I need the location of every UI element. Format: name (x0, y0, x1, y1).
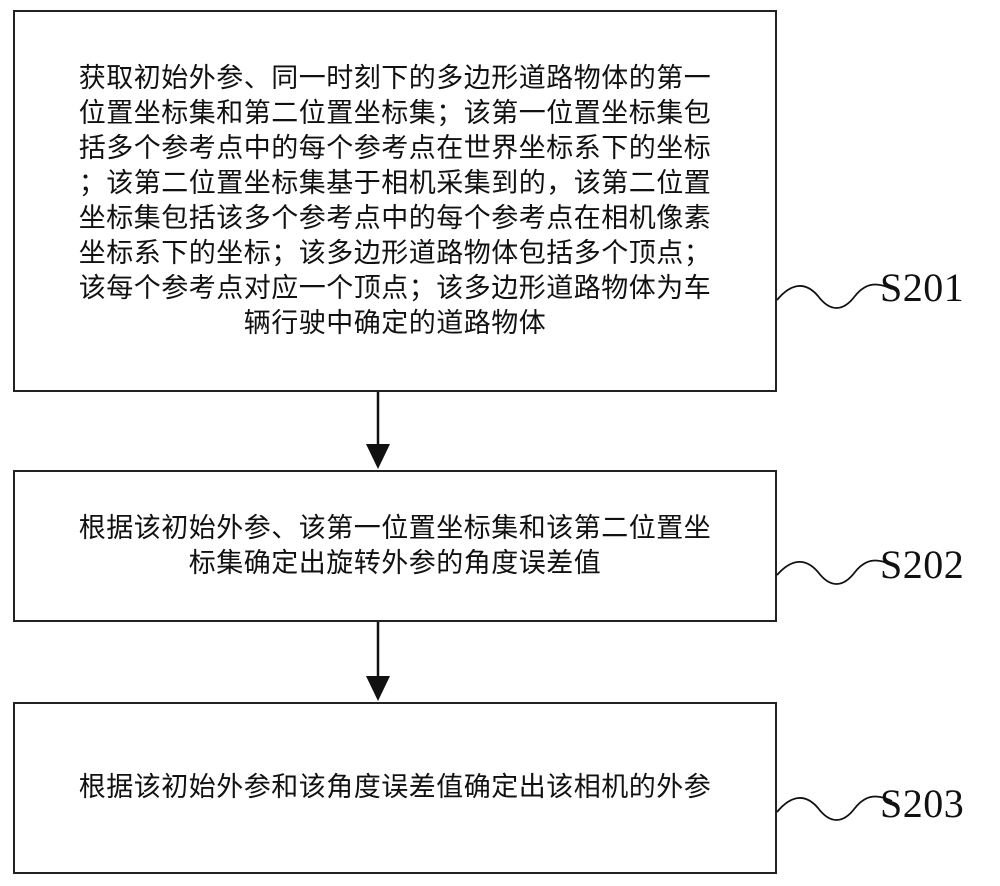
step-s202-line: 根据该初始外参、该第一位置坐标集和该第二位置坐 (78, 512, 712, 544)
step-s201-box: 获取初始外参、同一时刻下的多边形道路物体的第一 位置坐标集和第二位置坐标集；该第… (13, 10, 777, 392)
arrow-s201-to-s202 (366, 392, 390, 469)
step-s201-line: 坐标系下的坐标；该多边形道路物体包括多个顶点； (78, 238, 712, 270)
leader-line-s201 (776, 283, 893, 309)
step-s201-line: 坐标集包括该多个参考点中的每个参考点在相机像素 (78, 203, 712, 234)
step-s201-line: 该每个参考点对应一个顶点；该多边形道路物体为车 (78, 273, 712, 305)
step-s201-line: ；该第二位置坐标集基于相机采集到的，该第二位置 (78, 167, 712, 199)
step-s203-line: 根据该初始外参和该角度误差值确定出该相机的外参 (78, 772, 712, 804)
step-s201-line: 辆行驶中确定的道路物体 (243, 308, 547, 340)
step-s203-box: 根据该初始外参和该角度误差值确定出该相机的外参 (13, 702, 777, 874)
step-s201-line: 括多个参考点中的每个参考点在世界坐标系下的坐标 (78, 132, 712, 164)
step-label-s203: S203 (880, 781, 965, 826)
step-s201-text: 获取初始外参、同一时刻下的多边形道路物体的第一 位置坐标集和第二位置坐标集；该第… (79, 61, 712, 342)
leader-line-s203 (776, 795, 893, 821)
step-s201-line: 获取初始外参、同一时刻下的多边形道路物体的第一 (78, 62, 712, 94)
step-s203-text: 根据该初始外参和该角度误差值确定出该相机的外参 (79, 770, 712, 805)
step-label-s202: S202 (880, 542, 965, 587)
step-s201-line: 位置坐标集和第二位置坐标集；该第一位置坐标集包 (78, 97, 712, 129)
step-s202-text: 根据该初始外参、该第一位置坐标集和该第二位置坐 标集确定出旋转外参的角度误差值 (79, 511, 712, 581)
arrow-s202-to-s203 (366, 622, 390, 701)
step-s202-box: 根据该初始外参、该第一位置坐标集和该第二位置坐 标集确定出旋转外参的角度误差值 (13, 470, 777, 622)
step-label-s201: S201 (880, 265, 965, 310)
step-s202-line: 标集确定出旋转外参的角度误差值 (188, 548, 602, 579)
leader-line-s202 (776, 559, 893, 585)
